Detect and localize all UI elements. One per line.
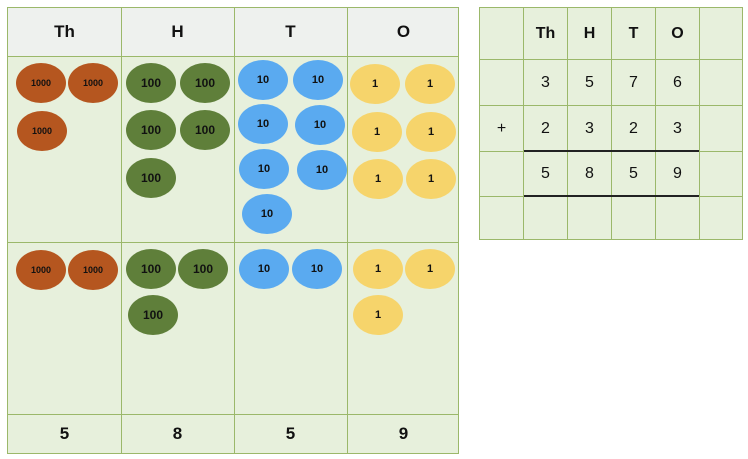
sum-digit: 5 [629,165,638,182]
addend-1-digit: 6 [673,73,682,91]
grid-line [655,8,656,239]
header-thousands: Th [54,22,75,41]
row-divider [8,414,458,415]
header-ones: O [396,22,411,41]
grid-header-ones: O [671,24,684,42]
grid-header-tens: T [628,24,639,42]
counter-1000: 1000 [17,111,67,151]
counter-10: 10 [295,105,345,145]
counter-10: 10 [238,60,288,100]
counter-1: 1 [406,112,456,152]
counter-10: 10 [238,104,288,144]
header-tens: T [285,22,296,41]
sum-rule-bottom [524,195,699,197]
total-hundreds: 8 [172,424,183,443]
counter-100: 100 [126,158,176,198]
addend-1-digit: 7 [629,73,638,91]
total-tens: 5 [285,424,296,443]
column-divider [347,8,348,453]
counter-100: 100 [178,249,228,289]
addend-2-digit: 3 [673,119,682,137]
counter-1000: 1000 [16,63,66,103]
header-hundreds: H [171,22,184,41]
column-addition-grid: Th H T O 3 5 7 6 + 2 3 2 3 5 8 5 9 [479,7,743,240]
counter-100: 100 [180,63,230,103]
grid-line [567,8,568,239]
counter-10: 10 [293,60,343,100]
row-divider [8,242,458,243]
place-value-chart: Th H T O 1000 1000 1000 100 100 100 100 … [7,7,459,454]
counter-10: 10 [239,249,289,289]
counter-1: 1 [353,159,403,199]
sum-digit: 9 [673,165,682,182]
counter-100: 100 [126,110,176,150]
counter-100: 100 [180,110,230,150]
total-thousands: 5 [59,424,70,443]
grid-line [611,8,612,239]
column-divider [234,8,235,453]
counter-100: 100 [126,249,176,289]
grid-line [699,8,700,239]
counter-1000: 1000 [68,250,118,290]
counter-10: 10 [242,194,292,234]
counter-1: 1 [353,295,403,335]
total-ones: 9 [398,424,409,443]
addend-1-digit: 3 [541,73,550,91]
counter-10: 10 [239,149,289,189]
grid-header-hundreds: H [583,24,596,42]
grid-line [480,59,742,60]
counter-1: 1 [406,159,456,199]
counter-10: 10 [297,150,347,190]
plus-sign: + [496,119,507,137]
counter-1000: 1000 [16,250,66,290]
chart-header-row [8,8,458,57]
counter-1: 1 [350,64,400,104]
sum-digit: 5 [541,165,550,182]
addend-1-digit: 5 [585,73,594,91]
addend-2-digit: 2 [541,119,550,137]
sum-digit: 8 [585,165,594,182]
counter-1: 1 [352,112,402,152]
counter-100: 100 [128,295,178,335]
counter-1000: 1000 [68,63,118,103]
counter-1: 1 [405,64,455,104]
grid-line [523,8,524,239]
grid-line [480,196,742,197]
grid-header-thousands: Th [535,24,556,42]
grid-line [480,151,742,152]
counter-1: 1 [405,249,455,289]
counter-10: 10 [292,249,342,289]
sum-rule-top [524,150,699,152]
grid-line [480,105,742,106]
column-divider [121,8,122,453]
counter-1: 1 [353,249,403,289]
addend-2-digit: 2 [629,119,638,137]
addend-2-digit: 3 [585,119,594,137]
counter-100: 100 [126,63,176,103]
